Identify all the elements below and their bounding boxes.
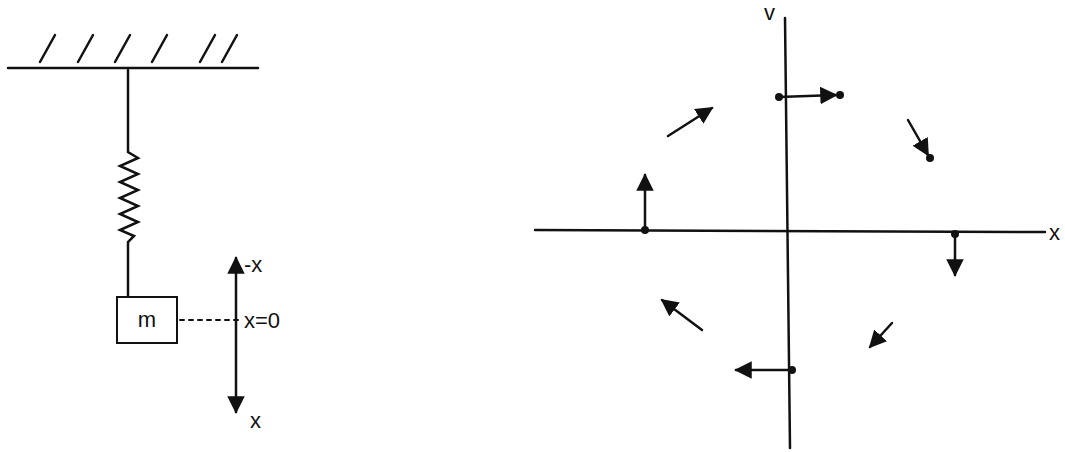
axis-label: x	[250, 410, 261, 432]
phase-arrows	[645, 95, 955, 370]
ceiling-hatch	[40, 35, 237, 62]
axis-label: v	[764, 2, 775, 24]
v-axis	[785, 18, 790, 448]
mass-box: m	[116, 296, 178, 344]
ceiling	[8, 67, 258, 70]
phase-dots	[641, 91, 959, 374]
spring	[120, 70, 138, 298]
axis-label: x	[1049, 222, 1060, 244]
equilibrium-line	[180, 319, 238, 321]
mass-label: m	[138, 309, 156, 331]
x-arrow	[235, 320, 238, 412]
axis-label: x=0	[244, 310, 280, 332]
axis-label: -x	[244, 254, 262, 276]
x-axis	[535, 230, 1045, 232]
minus-x-arrow	[235, 258, 238, 320]
